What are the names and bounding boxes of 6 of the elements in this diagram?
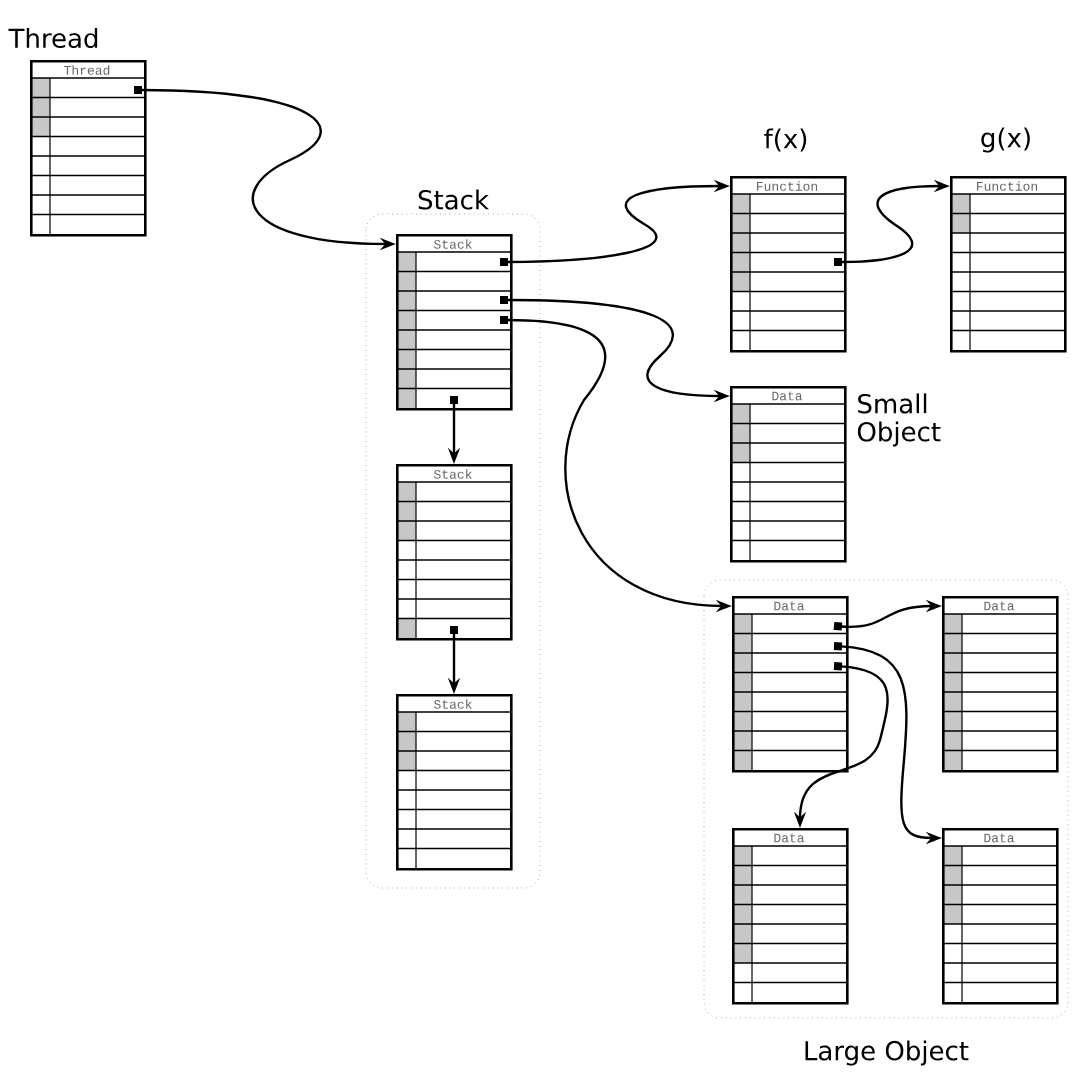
block-title: g(x) bbox=[981, 127, 1030, 153]
block-title: Thread bbox=[8, 27, 98, 49]
block-caption: Small Object bbox=[857, 393, 941, 447]
block-title: f(x) bbox=[764, 128, 807, 152]
group-title: Stack bbox=[418, 189, 489, 210]
group-title: Large Object bbox=[805, 1040, 969, 1066]
